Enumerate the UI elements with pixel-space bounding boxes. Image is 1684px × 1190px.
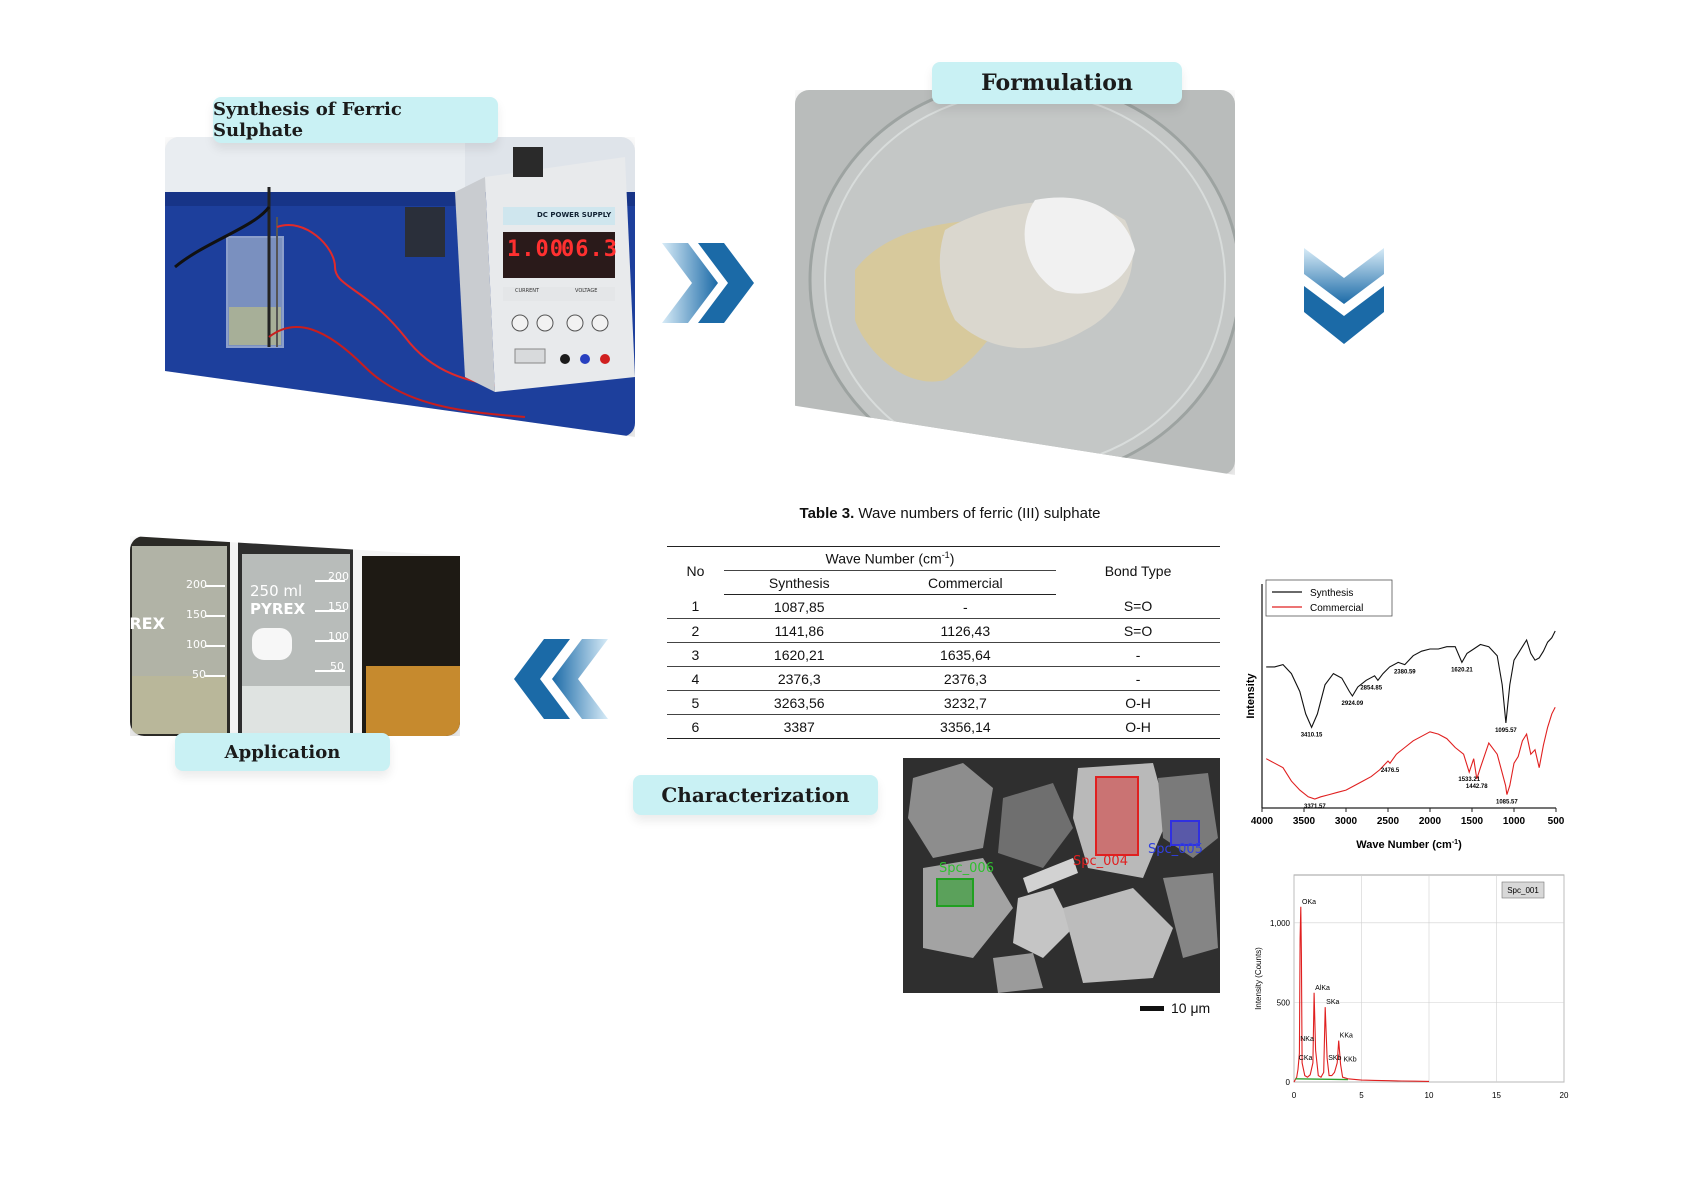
sem-spot-006-label: Spc_006 [939,861,994,876]
eds-background-line [1295,1078,1349,1081]
ftir-peak-label: 3410.15 [1301,732,1323,738]
ftir-x-tick-label: 3500 [1293,816,1316,827]
ftir-y-label: Intensity [1245,673,1257,719]
ftir-series-line-synthesis [1266,630,1556,729]
ftir-x-label: Wave Number (cm-1) [1356,839,1462,851]
table-caption-text: Wave numbers of ferric (III) sulphate [854,505,1101,522]
col-synthesis: Synthesis [723,570,875,595]
ftir-peak-label: 2924.09 [1342,701,1364,707]
ftir-x-tick-label: 2500 [1377,816,1400,827]
col-wave-number: Wave Number (cm-1) [723,546,1057,571]
formulation-label: Formulation [932,62,1182,104]
power-supply-label-current: CURRENT [515,288,540,294]
beaker2-mark-50: 50 [330,660,344,673]
beaker1-mark-50: 50 [192,668,206,681]
power-supply-display-voltage: 06.3 [561,237,618,262]
eds-x-tick-label: 5 [1359,1091,1364,1100]
power-supply-display-current: 1.00 [507,237,564,262]
power-supply-brand: DC POWER SUPPLY [537,211,612,219]
col-bond-type: Bond Type [1056,546,1220,595]
eds-y-tick-label: 500 [1277,998,1291,1007]
ftir-peak-label: 3371.57 [1304,804,1326,810]
eds-y-tick-label: 1,000 [1270,919,1291,928]
eds-peak-label: NKa [1300,1036,1314,1043]
eds-y-label: Intensity (Counts) [1254,947,1263,1010]
beaker1-mark-200: 200 [186,578,207,591]
eds-peak-label: AlKa [1315,985,1330,992]
ftir-x-tick-label: 2000 [1419,816,1442,827]
power-supply-label-voltage: VOLTAGE [575,288,598,294]
eds-spectrum-tag-label: Spc_001 [1507,886,1539,895]
eds-x-tick-label: 10 [1425,1091,1434,1100]
beaker1-mark-150: 150 [186,608,207,621]
beaker2-mark-200: 200 [328,570,349,583]
characterization-label: Characterization [633,775,878,815]
beaker2-mark-100: 100 [328,630,349,643]
beaker1-mark-100: 100 [186,638,207,651]
ftir-peak-label: 1620.21 [1451,667,1473,673]
eds-spectrum-tag [1501,881,1545,899]
synthesis-label: Synthesis of Ferric Sulphate [213,97,498,143]
application-photo: 200 150 100 50 PYREX 250 ml PYREX 200 15… [130,536,460,736]
sem-spot-004-label: Spc_004 [1073,854,1128,869]
beaker1-logo: PYREX [130,614,165,633]
sem-image: Spc_006 Spc_004 Spc_005 [903,758,1220,993]
ftir-x-tick-label: 4000 [1251,816,1274,827]
eds-peak-label: SKa [1326,999,1339,1006]
down-chevron-arrow [1304,248,1384,344]
col-commercial: Commercial [874,570,1057,595]
eds-spectrum-line [1293,906,1430,1083]
ftir-x-tick-label: 500 [1548,816,1565,827]
right-chevron-arrow [662,243,754,323]
eds-peak-label: SKb [1328,1055,1341,1062]
synthesis-photo: DC POWER SUPPLY 1.00 06.3 CURRENT VOLTAG… [165,137,635,437]
ftir-x-tick-label: 3000 [1335,816,1358,827]
eds-peak-label: KKb [1343,1056,1356,1063]
sem-scale-bar [1140,1006,1164,1011]
application-label: Application [175,733,390,771]
col-no: No [667,546,724,595]
ftir-series-line-commercial [1265,706,1556,800]
beaker2-mark-150: 150 [328,600,349,613]
table-caption-bold: Table 3. [799,505,855,522]
eds-x-tick-label: 0 [1292,1091,1297,1100]
left-chevron-arrow [514,639,608,719]
ftir-peak-label: 2854.85 [1360,685,1382,691]
table-caption: Table 3. Wave numbers of ferric (III) su… [670,505,1230,522]
ftir-peak-label: 2476.5 [1381,768,1400,774]
sem-scale-label: 10 μm [1171,1000,1211,1016]
ftir-peak-label: 1095.57 [1495,728,1517,734]
wave-number-table: No Wave Number (cm-1) Bond Type Synthesi… [667,546,1220,739]
eds-x-tick-label: 20 [1560,1091,1569,1100]
ftir-legend-label: Commercial [1310,603,1363,614]
sem-spot-005-label: Spc_005 [1148,842,1203,857]
ftir-legend [1265,579,1393,617]
eds-peak-label: CKa [1299,1055,1313,1062]
ftir-x-tick-label: 1000 [1503,816,1526,827]
ftir-peak-label: 1085.57 [1496,800,1518,806]
ftir-peak-label: 1442.78 [1466,784,1488,790]
ftir-x-tick-label: 1500 [1461,816,1484,827]
ftir-peak-label: 1533.21 [1458,777,1480,783]
formulation-photo [795,90,1235,475]
sem-spot-006-box [936,878,974,907]
sem-spot-004-box [1095,776,1139,856]
eds-peak-label: OKa [1302,899,1316,906]
beaker2-volume: 250 ml [250,582,303,600]
eds-x-tick-label: 15 [1492,1091,1501,1100]
ftir-peak-label: 2380.59 [1394,670,1416,676]
beaker2-logo: PYREX [250,600,306,618]
eds-y-tick-label: 0 [1286,1078,1291,1087]
sem-spot-005-box [1170,820,1200,846]
ftir-legend-label: Synthesis [1310,588,1353,599]
eds-peak-label: KKa [1340,1033,1353,1040]
